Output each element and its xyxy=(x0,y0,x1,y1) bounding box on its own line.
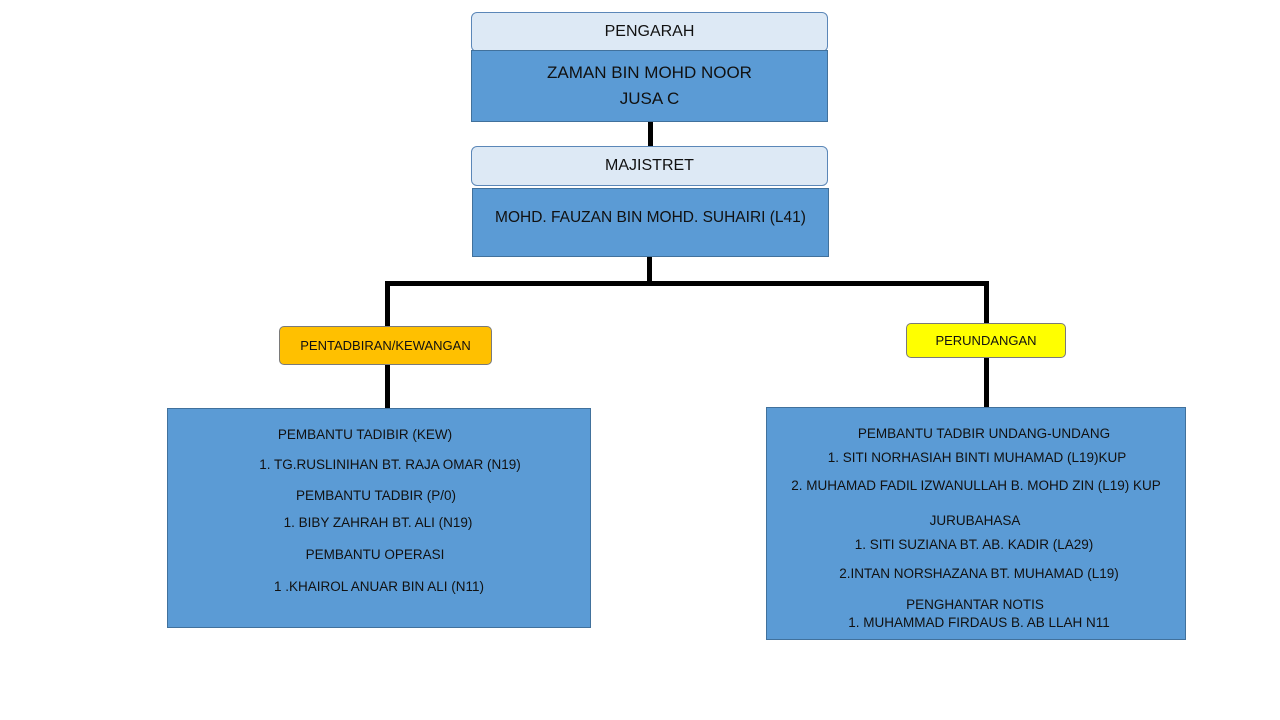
connector-horizontal xyxy=(385,281,989,286)
staff-line: PEMBANTU TADIBIR (KEW) xyxy=(277,427,453,442)
legal-label-text: PERUNDANGAN xyxy=(935,333,1037,348)
director-title: PENGARAH xyxy=(604,23,695,40)
staff-line: 1. TG.RUSLINIHAN BT. RAJA OMAR (N19) xyxy=(259,457,521,472)
director-name: ZAMAN BIN MOHD NOOR xyxy=(547,63,752,82)
director-name-box: ZAMAN BIN MOHD NOOR JUSA C xyxy=(471,50,828,122)
admin-finance-label: PENTADBIRAN/KEWANGAN xyxy=(279,326,492,365)
magistrate-title: MAJISTRET xyxy=(605,157,694,174)
connector-second-down xyxy=(647,255,652,285)
magistrate-title-box: MAJISTRET xyxy=(471,146,828,186)
admin-finance-label-text: PENTADBIRAN/KEWANGAN xyxy=(300,338,471,353)
staff-line: 2. MUHAMAD FADIL IZWANULLAH B. MOHD ZIN … xyxy=(791,478,1161,493)
staff-line: PEMBANTU TADBIR (P/0) xyxy=(295,488,457,503)
director-title-box: PENGARAH xyxy=(471,12,828,52)
staff-line: 1. BIBY ZAHRAH BT. ALI (N19) xyxy=(283,515,473,530)
staff-line: 2.INTAN NORSHAZANA BT. MUHAMAD (L19) xyxy=(839,566,1119,581)
legal-staff-box: PEMBANTU TADBIR UNDANG-UNDANG 1. SITI NO… xyxy=(766,407,1186,640)
connector-top xyxy=(648,121,653,147)
staff-line: 1 .KHAIROL ANUAR BIN ALI (N11) xyxy=(273,579,485,594)
connector-right-label-down xyxy=(984,357,989,409)
staff-line: 1. MUHAMMAD FIRDAUS B. AB LLAH N11 xyxy=(848,615,1110,630)
staff-line: 1. SITI SUZIANA BT. AB. KADIR (LA29) xyxy=(854,537,1094,552)
admin-staff-box: PEMBANTU TADIBIR (KEW) 1. TG.RUSLINIHAN … xyxy=(167,408,591,628)
staff-line: PEMBANTU OPERASI xyxy=(305,547,445,562)
connector-right-drop xyxy=(984,281,989,324)
magistrate-name-box: MOHD. FAUZAN BIN MOHD. SUHAIRI (L41) xyxy=(472,188,829,257)
staff-line: 1. SITI NORHASIAH BINTI MUHAMAD (L19)KUP xyxy=(827,450,1127,465)
connector-left-drop xyxy=(385,281,390,327)
legal-label: PERUNDANGAN xyxy=(906,323,1066,358)
staff-line: JURUBAHASA xyxy=(929,513,1021,528)
magistrate-name: MOHD. FAUZAN BIN MOHD. SUHAIRI (L41) xyxy=(495,209,806,226)
staff-line: PEMBANTU TADBIR UNDANG-UNDANG xyxy=(857,426,1111,441)
connector-left-label-down xyxy=(385,364,390,410)
director-grade: JUSA C xyxy=(619,89,680,108)
staff-line: PENGHANTAR NOTIS xyxy=(906,597,1044,612)
